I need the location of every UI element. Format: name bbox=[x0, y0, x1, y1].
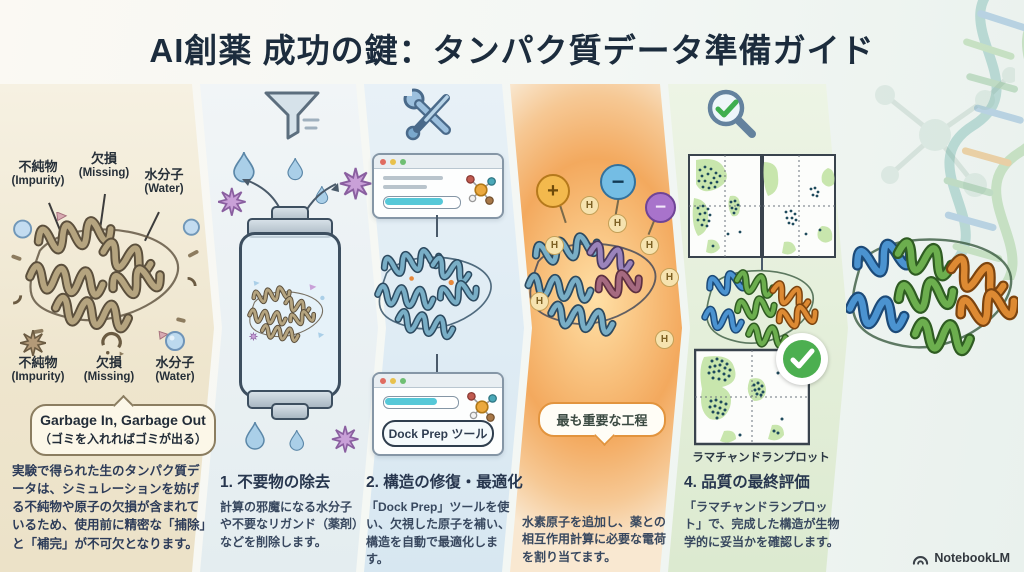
missing-fragment-icon bbox=[101, 331, 124, 356]
garbage-in-out-callout: Garbage In, Garbage Out （ゴミを入れればゴミが出る） bbox=[30, 404, 216, 456]
hydrogen-atom-icon: H bbox=[655, 330, 674, 349]
step4-heading: 4. 品質の最終評価 bbox=[684, 474, 810, 491]
window-close-icon[interactable] bbox=[380, 158, 386, 165]
window-zoom-icon[interactable] bbox=[400, 158, 406, 165]
quality-check-badge bbox=[776, 333, 828, 385]
canister-foot bbox=[271, 403, 309, 420]
brand-name: NotebookLM bbox=[934, 551, 1010, 565]
molecule-watermark bbox=[875, 67, 1015, 197]
repaired-protein-illustration bbox=[372, 234, 504, 356]
impurity-star-icon bbox=[20, 330, 46, 356]
negative-charge-icon: − bbox=[600, 164, 636, 200]
window-minimize-icon[interactable] bbox=[390, 377, 396, 384]
progress-fill bbox=[385, 198, 443, 205]
ui-text-line bbox=[383, 176, 443, 180]
water-molecule-icon bbox=[165, 331, 185, 351]
hydrogen-atom-icon: H bbox=[660, 268, 679, 287]
software-window-top bbox=[372, 153, 504, 219]
label-impurity-bottom: 不純物 (Impurity) bbox=[11, 355, 65, 383]
step1-description: 計算の邪魔になる水分子や不要なリガンド（薬剤）などを削除します。 bbox=[220, 500, 359, 549]
molecule-icon bbox=[465, 174, 497, 206]
checkmark-icon bbox=[783, 340, 821, 378]
label-water-top: 水分子 (Water) bbox=[144, 167, 184, 195]
final-protein-illustration bbox=[846, 202, 1018, 388]
progress-bar bbox=[383, 396, 459, 409]
brand-footer: NotebookLM bbox=[912, 551, 1010, 565]
hydrogen-atom-icon: H bbox=[640, 236, 659, 255]
hydrogen-atom-icon: H bbox=[530, 292, 549, 311]
panel-charge-bg bbox=[510, 84, 682, 572]
connector-line bbox=[761, 258, 763, 270]
window-titlebar bbox=[374, 155, 502, 169]
canister-protein-illustration bbox=[245, 280, 331, 380]
page-title: AI創薬 成功の鍵：タンパク質データ準備ガイド bbox=[149, 32, 875, 69]
hydrogen-atom-icon: H bbox=[545, 236, 564, 255]
ramachandran-plot-small-right bbox=[762, 154, 836, 258]
ui-text-line bbox=[383, 185, 427, 189]
step4-description: 「ラマチャンドランプロット」で、完成した構造が生物学的に妥当かを確認します。 bbox=[684, 500, 840, 549]
window-zoom-icon[interactable] bbox=[400, 377, 406, 384]
progress-bar bbox=[383, 196, 461, 209]
label-missing-bottom: 欠損 (Missing) bbox=[83, 355, 135, 383]
progress-fill bbox=[385, 398, 437, 405]
most-important-step-callout: 最も重要な工程 bbox=[538, 402, 666, 437]
notebooklm-logo-icon bbox=[913, 556, 929, 565]
connector-line bbox=[436, 354, 438, 372]
step2-heading: 2. 構造の修復・最適化 bbox=[366, 474, 523, 491]
label-missing-top: 欠損 (Missing) bbox=[78, 151, 130, 179]
hydrogen-atom-icon: H bbox=[608, 214, 627, 233]
panel-raw-data-bg bbox=[0, 84, 214, 572]
connector-line bbox=[436, 215, 438, 237]
funnel-icon bbox=[264, 91, 320, 140]
magnifier-check-icon bbox=[707, 89, 756, 138]
dna-helix-decoration bbox=[937, 0, 1024, 280]
panel1-description: 実験で得られた生のタンパク質データは、シミュレーションを妨げる不純物や原子の欠損… bbox=[12, 464, 206, 551]
positive-charge-icon: + bbox=[536, 174, 570, 208]
window-titlebar bbox=[374, 374, 502, 388]
label-impurity-top: 不純物 (Impurity) bbox=[11, 159, 65, 187]
tools-icon bbox=[401, 87, 451, 141]
window-minimize-icon[interactable] bbox=[390, 158, 396, 165]
software-window-bottom: Dock Prep ツール bbox=[372, 372, 504, 456]
step1-heading: 1. 不要物の除去 bbox=[220, 474, 331, 491]
negative-charge-icon: − bbox=[645, 192, 676, 223]
step2-description: 「Dock Prep」ツールを使い、欠視した原子を補い、構造を自動で最適化します… bbox=[366, 500, 511, 567]
ramachandran-plot-small-left bbox=[688, 154, 762, 258]
dock-prep-tool-button[interactable]: Dock Prep ツール bbox=[382, 420, 494, 447]
messy-protein-illustration bbox=[11, 212, 200, 340]
label-water-bottom: 水分子 (Water) bbox=[155, 355, 195, 383]
step3-description: 水素原子を追加し、薬との相互作用計算に必要な電荷を割り当てます。 bbox=[522, 515, 667, 564]
hydrogen-atom-icon: H bbox=[580, 196, 599, 215]
window-close-icon[interactable] bbox=[380, 377, 386, 384]
ramachandran-plot-label: ラマチャンドランプロット bbox=[692, 452, 830, 464]
removed-waste-illustration bbox=[245, 421, 360, 454]
